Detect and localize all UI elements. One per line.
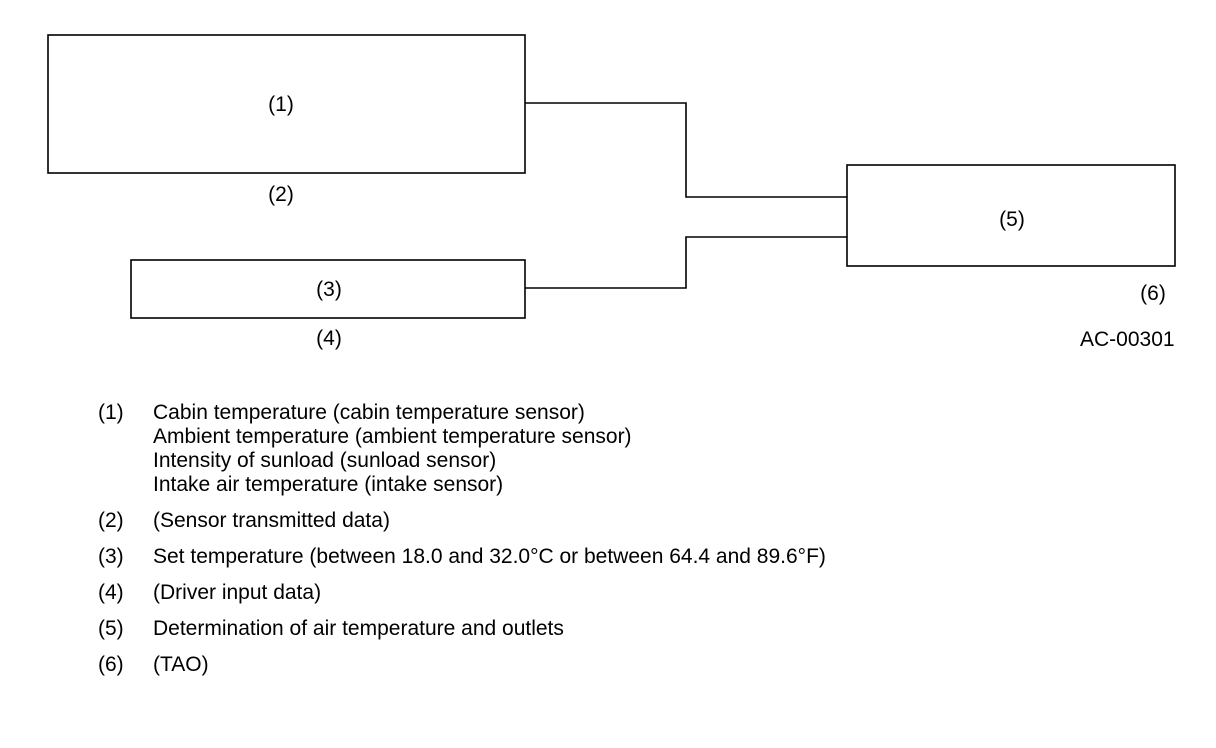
legend-item: (1) Cabin temperature (cabin temperature… xyxy=(98,401,826,497)
legend-text: Intake air temperature (intake sensor) xyxy=(153,473,504,496)
box-3 xyxy=(130,259,526,319)
legend-item: (4) (Driver input data) xyxy=(98,581,826,605)
legend-number: (1) xyxy=(98,401,124,424)
legend-text: Set temperature (between 18.0 and 32.0°C… xyxy=(153,545,826,568)
connector-3-to-5 xyxy=(525,236,847,289)
box-1 xyxy=(47,34,526,174)
connector-1-to-5 xyxy=(525,102,847,198)
legend-text: Cabin temperature (cabin temperature sen… xyxy=(153,401,585,424)
box-1-label: (1) xyxy=(268,93,294,116)
legend-number: (2) xyxy=(98,509,124,532)
legend-text: (TAO) xyxy=(153,653,209,676)
label-2: (2) xyxy=(268,183,294,206)
legend-text: Intensity of sunload (sunload sensor) xyxy=(153,449,497,472)
figure-id: AC-00301 xyxy=(1080,328,1175,351)
legend-text: (Sensor transmitted data) xyxy=(153,509,390,532)
legend-text: Determination of air temperature and out… xyxy=(153,617,564,640)
legend-number: (5) xyxy=(98,617,124,640)
legend-item: (5) Determination of air temperature and… xyxy=(98,617,826,641)
legend-number: (6) xyxy=(98,653,124,676)
legend-number: (3) xyxy=(98,545,124,568)
legend-item: (3) Set temperature (between 18.0 and 32… xyxy=(98,545,826,569)
legend-item: (6) (TAO) xyxy=(98,653,826,677)
legend-text: Ambient temperature (ambient temperature… xyxy=(153,425,632,448)
legend: (1) Cabin temperature (cabin temperature… xyxy=(98,401,826,689)
box-5-label: (5) xyxy=(999,208,1025,231)
box-3-label: (3) xyxy=(316,278,342,301)
label-4: (4) xyxy=(316,327,342,350)
box-5 xyxy=(846,164,1176,267)
legend-item: (2) (Sensor transmitted data) xyxy=(98,509,826,533)
label-6: (6) xyxy=(1140,282,1166,305)
legend-text: (Driver input data) xyxy=(153,581,322,604)
legend-number: (4) xyxy=(98,581,124,604)
